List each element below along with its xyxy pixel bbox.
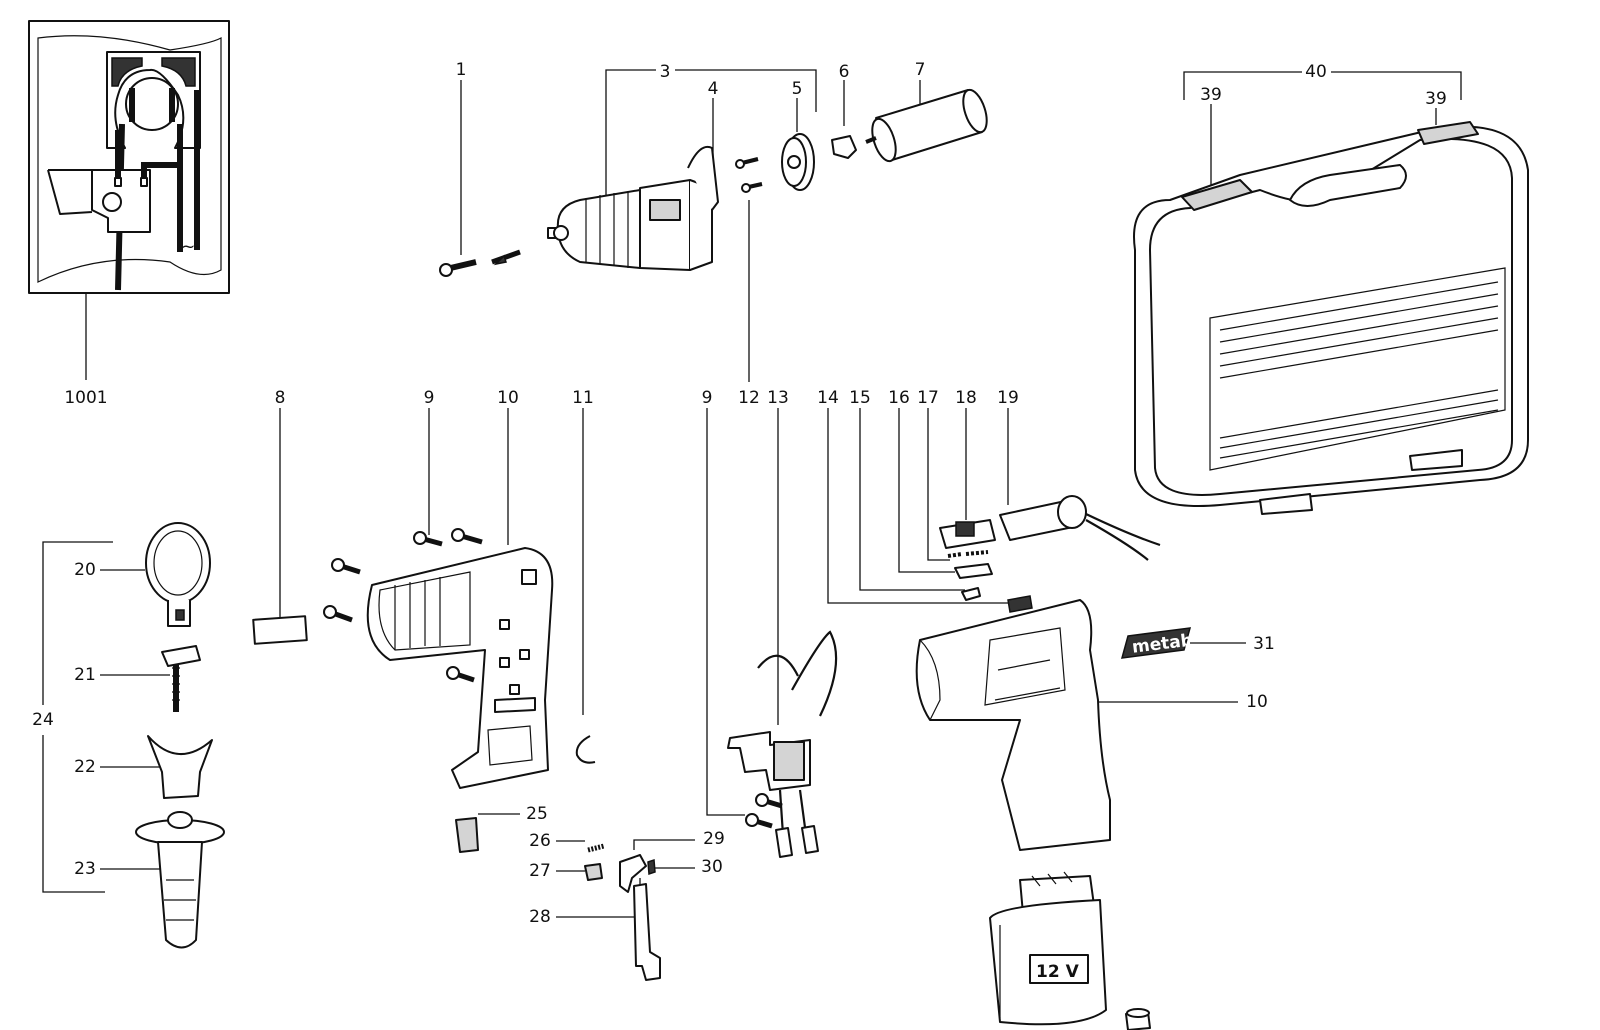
switch-part-13 bbox=[727, 630, 838, 858]
housing-half-left-part-10 bbox=[366, 547, 554, 789]
callout-14: 14 bbox=[817, 388, 839, 408]
wiring-schematic-1001: ~ bbox=[28, 20, 230, 294]
callout-26: 26 bbox=[529, 831, 551, 851]
callout-25: 25 bbox=[526, 804, 548, 824]
callout-6: 6 bbox=[839, 62, 850, 82]
callout-39-left: 39 bbox=[1200, 85, 1222, 105]
switch-screws-9 bbox=[745, 793, 783, 829]
callout-11: 11 bbox=[572, 388, 594, 408]
flange-part-5 bbox=[781, 133, 815, 191]
callout-10-left: 10 bbox=[497, 388, 519, 408]
callout-10-right: 10 bbox=[1246, 692, 1268, 712]
lever-part-29 bbox=[619, 854, 647, 893]
callout-19: 19 bbox=[997, 388, 1019, 408]
callout-17: 17 bbox=[917, 388, 939, 408]
latch-part-25 bbox=[455, 817, 479, 853]
callout-28: 28 bbox=[529, 907, 551, 927]
pinion-part-6 bbox=[831, 135, 857, 159]
callout-7: 7 bbox=[915, 60, 926, 80]
callout-39-right: 39 bbox=[1425, 89, 1447, 109]
callout-23: 23 bbox=[74, 859, 96, 879]
callout-15: 15 bbox=[849, 388, 871, 408]
callout-20: 20 bbox=[74, 560, 96, 580]
wire-clip-part-4 bbox=[687, 146, 719, 211]
carrying-case-part-40 bbox=[1133, 121, 1529, 515]
housing-half-right-part-10 bbox=[915, 599, 1111, 851]
callout-27: 27 bbox=[529, 861, 551, 881]
spring-part-26 bbox=[587, 843, 605, 853]
callout-18: 18 bbox=[955, 388, 977, 408]
chuck-gearbox-part-3 bbox=[547, 179, 713, 271]
callout-3: 3 bbox=[660, 62, 671, 82]
small-screws-12 bbox=[735, 157, 763, 193]
callout-22: 22 bbox=[74, 757, 96, 777]
callout-16: 16 bbox=[888, 388, 910, 408]
battery-voltage-label: 12 V bbox=[1036, 962, 1080, 982]
callout-1: 1 bbox=[456, 60, 467, 80]
callout-5: 5 bbox=[792, 79, 803, 99]
callout-29: 29 bbox=[703, 829, 725, 849]
side-handle-part-23 bbox=[135, 811, 225, 949]
bolt-part-21 bbox=[161, 645, 201, 712]
retaining-ring-part-11 bbox=[575, 735, 596, 764]
callout-8: 8 bbox=[275, 388, 286, 408]
battery-pack: 12 V bbox=[989, 871, 1107, 1026]
ac-symbol-icon: ~ bbox=[181, 237, 195, 257]
callout-4: 4 bbox=[708, 79, 719, 99]
callout-30: 30 bbox=[701, 857, 723, 877]
callout-24: 24 bbox=[32, 710, 54, 730]
collar-part-22 bbox=[147, 735, 213, 799]
electronics-parts-14-19 bbox=[939, 495, 1161, 613]
slider-part-27 bbox=[584, 863, 603, 881]
callout-31: 31 bbox=[1253, 634, 1275, 654]
label-plate-part-8 bbox=[252, 615, 308, 645]
callout-12: 12 bbox=[738, 388, 760, 408]
slide-bar-part-28 bbox=[633, 883, 661, 981]
callout-9-left: 9 bbox=[424, 388, 435, 408]
callout-9-right: 9 bbox=[702, 388, 713, 408]
callout-40: 40 bbox=[1305, 62, 1327, 82]
callout-1001: 1001 bbox=[64, 388, 107, 408]
callout-13: 13 bbox=[767, 388, 789, 408]
motor-part-7 bbox=[865, 88, 988, 163]
clamp-ring-part-20 bbox=[145, 522, 211, 627]
plug-nut bbox=[1125, 1008, 1151, 1030]
housing-screws-9 bbox=[323, 528, 483, 683]
screw-part-1 bbox=[439, 249, 521, 277]
callout-21: 21 bbox=[74, 665, 96, 685]
pin-part-30 bbox=[647, 858, 656, 876]
